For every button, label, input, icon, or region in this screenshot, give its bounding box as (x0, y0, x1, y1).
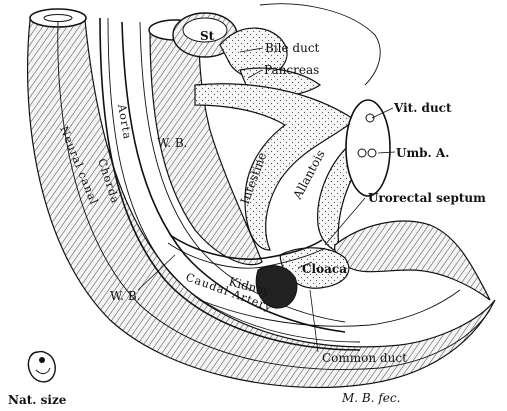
label-aorta: Aorta (115, 102, 134, 141)
nat-size-embryo (28, 352, 55, 382)
label-nat-size: Nat. size (8, 393, 67, 407)
label-bile-duct: Bile duct (265, 41, 320, 55)
label-wb-lower: W. B. (110, 289, 141, 303)
umbilical-artery-2 (368, 149, 376, 157)
label-pancreas: Pancreas (264, 63, 319, 77)
tail-bud (335, 221, 490, 300)
label-vit-duct: Vit. duct (393, 101, 452, 115)
label-urorectal-septum: Urorectal septum (368, 191, 486, 205)
label-common-duct: Common duct (322, 351, 407, 365)
umbilical-artery-1 (358, 149, 366, 157)
neural-canal-lumen (44, 15, 72, 22)
label-st: St (200, 29, 215, 43)
label-cloaca: Cloaca (302, 262, 347, 276)
label-umb-a: Umb. A. (396, 146, 449, 160)
label-wb-upper: W. B. (157, 136, 188, 150)
label-signature: M. B. fec. (341, 391, 400, 405)
